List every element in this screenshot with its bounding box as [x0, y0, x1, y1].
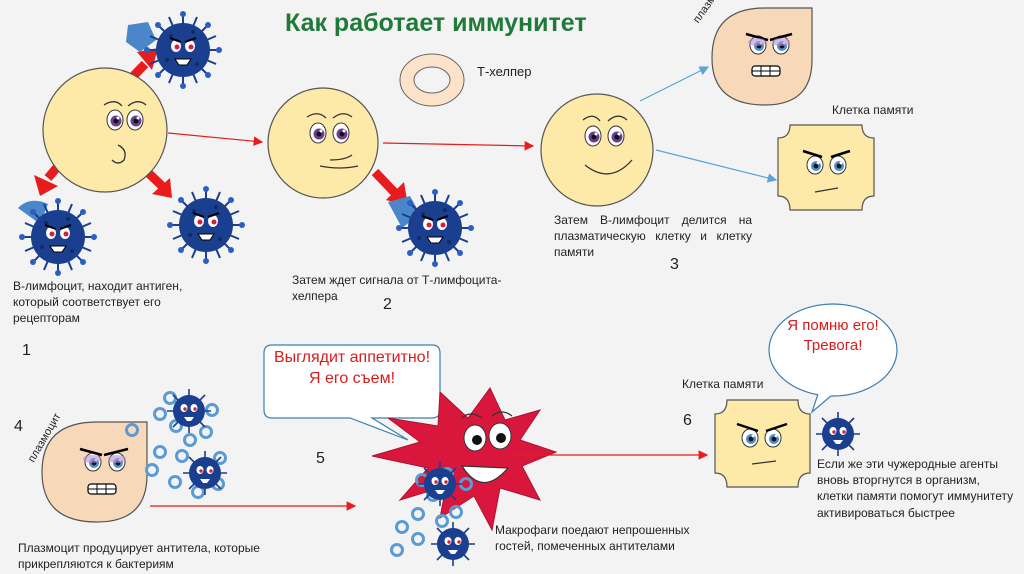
step1-group	[18, 10, 246, 277]
arrow-1-to-2	[167, 132, 264, 146]
step6-caption: Если же эти чужеродные агенты вновь втор…	[817, 457, 1014, 520]
memory-speech-text: Я помню его! Тревога!	[787, 317, 879, 354]
virus-antigen-left	[18, 197, 98, 277]
b-lymphocyte-cell	[42, 67, 168, 193]
step5-group	[263, 344, 558, 567]
dividing-b-cell	[540, 93, 654, 207]
virus-returning	[815, 411, 861, 457]
plasmocyte-cell-top	[711, 7, 813, 106]
virus-antigen-right	[166, 185, 246, 265]
memory-cell-top	[777, 124, 875, 211]
memory-cell-bottom	[714, 399, 811, 488]
step2-caption: Затем ждет сигнала от Т-лимфоцита-хелпер…	[292, 273, 502, 304]
arrow-to-memory-cell	[655, 149, 778, 183]
memory-cell-label-bottom: Клетка памяти	[682, 377, 764, 391]
macrophage-speech-text: Выглядит аппетитно! Я его съем!	[273, 349, 431, 387]
arrow-2-to-3	[382, 141, 535, 151]
step4-caption: Плазмоцит продуцирует антитела, которые …	[18, 541, 260, 572]
virus-marked-2	[182, 450, 228, 496]
waiting-b-cell	[267, 87, 379, 199]
step6-number: 6	[683, 412, 692, 429]
virus-eaten-2	[430, 521, 476, 567]
step4-number: 4	[14, 418, 23, 435]
step2-group	[267, 53, 475, 268]
t-helper-label: Т-хелпер	[477, 64, 532, 79]
step1-number: 1	[22, 342, 31, 359]
step2-number: 2	[383, 296, 392, 313]
speech-bubble-memory	[768, 303, 898, 414]
step5-number: 5	[316, 450, 325, 467]
plasmocyte-cell-left	[41, 421, 148, 523]
memory-cell-label-top: Клетка памяти	[832, 103, 914, 117]
macrophage-cell	[371, 387, 558, 532]
virus-antigen-top	[126, 10, 223, 90]
step3-number: 3	[670, 256, 679, 273]
step4-group	[41, 388, 228, 523]
virus-marked-1	[166, 388, 212, 434]
step3-caption: Затем В-лимфоцит делится на плазматическ…	[554, 213, 752, 260]
page-title: Как работает иммунитет	[285, 9, 587, 37]
virus-antigen-step2	[388, 188, 475, 268]
step5-caption: Макрофаги поедают непрошенных гостей, по…	[495, 523, 690, 554]
step1-caption: В-лимфоцит, находит антиген, который соо…	[13, 279, 183, 326]
speech-bubble-macrophage	[263, 344, 441, 441]
t-helper-ring	[399, 53, 465, 107]
arrow-to-plasmocyte	[639, 66, 710, 102]
virus-eaten-1	[417, 461, 463, 507]
step6-group	[714, 303, 898, 488]
step3-group	[540, 7, 875, 211]
